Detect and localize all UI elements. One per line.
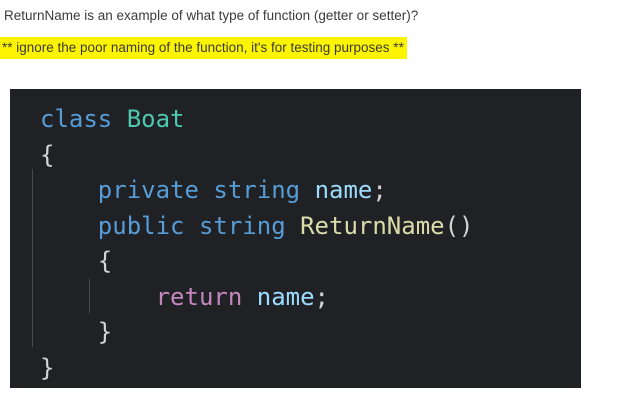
code-token: }	[97, 318, 113, 346]
code-line: }	[40, 315, 474, 351]
code-token	[185, 212, 199, 240]
code-token	[40, 247, 98, 275]
code-token: ;	[372, 176, 387, 204]
code-line: class Boat	[40, 102, 474, 138]
code-block: class Boat{ private string name; public …	[10, 89, 581, 388]
question-text: ReturnName is an example of what type of…	[4, 8, 419, 23]
code-token: {	[40, 140, 55, 169]
code-token	[199, 176, 213, 204]
code-token	[286, 212, 300, 240]
highlighted-note: ** ignore the poor naming of the functio…	[0, 37, 407, 59]
code-token	[40, 283, 156, 311]
indent-guide-inner	[89, 279, 90, 313]
code-token: class	[40, 105, 113, 133]
code-token: return	[155, 282, 243, 311]
code-line: return name;	[40, 280, 474, 316]
code-line: public string ReturnName()	[40, 209, 474, 245]
code-token	[300, 176, 314, 204]
code-token: ()	[444, 211, 474, 240]
code-line: }	[40, 351, 474, 387]
code-token	[40, 318, 98, 346]
code-content: class Boat{ private string name; public …	[10, 89, 474, 386]
code-token: }	[40, 353, 55, 382]
indent-guide-outer	[32, 169, 33, 347]
code-token: ;	[314, 282, 329, 311]
code-token: ReturnName	[300, 211, 445, 240]
code-token	[40, 176, 98, 204]
code-line: {	[40, 244, 474, 280]
code-token	[242, 283, 256, 311]
code-token: name	[256, 282, 315, 311]
code-line: {	[40, 138, 474, 174]
code-token: string	[213, 176, 301, 204]
code-token: {	[97, 247, 113, 275]
code-token: private	[97, 176, 199, 204]
code-token: name	[314, 176, 373, 204]
note-row: ** ignore the poor naming of the functio…	[0, 37, 407, 59]
code-line: private string name;	[40, 173, 474, 209]
code-token: string	[198, 211, 286, 240]
code-token: Boat	[126, 105, 185, 133]
code-token	[112, 105, 126, 133]
code-token: public	[97, 211, 185, 240]
code-token	[40, 212, 98, 240]
